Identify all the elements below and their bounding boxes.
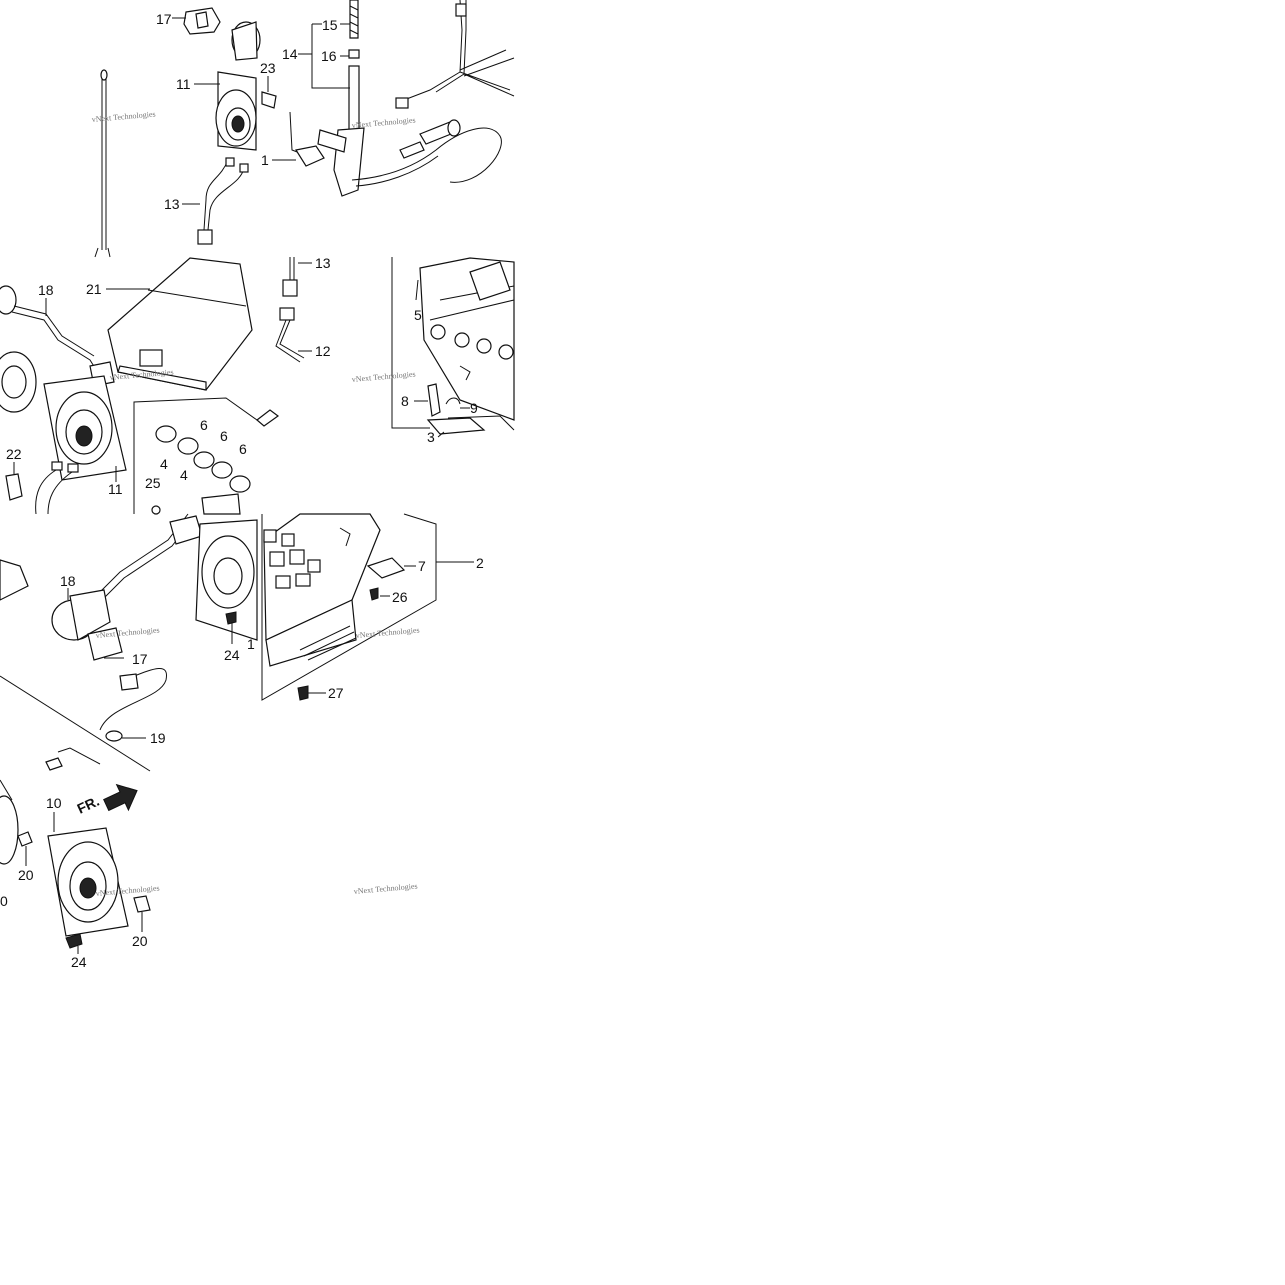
- part-23-bolt: [261, 91, 277, 109]
- callout-13: 13: [164, 196, 180, 212]
- part-17-box: [87, 627, 123, 661]
- callout-20: 20: [18, 867, 34, 883]
- callout-4: 4: [180, 467, 188, 483]
- part-2-amplifier-outline: [261, 513, 437, 701]
- part-22-clip: [5, 473, 23, 501]
- part-6-knob: [177, 437, 199, 455]
- part-19-ground-wire: [99, 667, 167, 731]
- part-27-screw: [297, 685, 309, 701]
- callout-16: 16: [321, 48, 337, 64]
- callout-24: 24: [71, 954, 87, 970]
- callout-22: 22: [6, 446, 22, 462]
- callout-6: 6: [220, 428, 228, 444]
- tile-bottom-middle: [261, 513, 474, 701]
- callout-14: 14: [282, 46, 298, 62]
- tile-top-middle: [261, 0, 515, 197]
- part-8-bracket: [427, 383, 441, 417]
- part-26-screw: [369, 587, 379, 601]
- tile-top-left: [94, 7, 261, 258]
- callout-17: 17: [156, 11, 172, 27]
- callout-3: 3: [427, 429, 435, 445]
- part-24-screw-lower: [65, 933, 83, 949]
- callout-6: 6: [200, 417, 208, 433]
- part-13-connector: [282, 279, 298, 297]
- part-4-knob: [155, 425, 177, 443]
- callout-18: 18: [60, 573, 76, 589]
- callout-18: 18: [38, 282, 54, 298]
- front-direction-arrow: [103, 783, 138, 812]
- callout-2: 2: [476, 555, 484, 571]
- callout-7: 7: [418, 558, 426, 574]
- callout-15: 15: [322, 17, 338, 33]
- callout-9: 9: [470, 400, 478, 416]
- part-7-bracket: [366, 557, 406, 579]
- part-9-spring: [445, 397, 461, 405]
- tile-middle-left: [0, 257, 258, 515]
- part-antenna-cable: [351, 127, 502, 183]
- part-1-clip: [295, 145, 325, 167]
- part-knob-group-outline: [133, 397, 258, 514]
- callout-23: 23: [260, 60, 276, 76]
- callout-1: 1: [261, 152, 269, 168]
- callout-10: 10: [46, 795, 62, 811]
- callout-26: 26: [392, 589, 408, 605]
- callout-27: 27: [328, 685, 344, 701]
- callout-8: 8: [401, 393, 409, 409]
- callout-0: 0: [0, 893, 8, 909]
- callout-19: 19: [150, 730, 166, 746]
- callout-21: 21: [86, 281, 102, 297]
- callout-17: 17: [132, 651, 148, 667]
- tile-bottom-row: [0, 779, 151, 954]
- callout-1: 1: [247, 636, 255, 652]
- part-18-amplifier-plug: [0, 285, 17, 315]
- tile-bottom-left: [0, 513, 258, 772]
- callout-11: 11: [108, 481, 123, 497]
- part-12-connector: [279, 307, 295, 321]
- tile-middle-middle: [256, 257, 515, 438]
- part-head-unit-outline: [391, 257, 430, 429]
- callout-20: 20: [132, 933, 148, 949]
- part-16-nut: [348, 49, 360, 59]
- callout-25: 25: [145, 475, 161, 491]
- part-24-screw: [225, 611, 237, 625]
- callout-12: 12: [315, 343, 331, 359]
- callout-4: 4: [160, 456, 168, 472]
- callout-5: 5: [414, 307, 422, 323]
- callout-labels: 17 11 23 15 14 16 1 13 13 21 18 12 5 8 9…: [0, 11, 484, 970]
- part-3-lid: [426, 417, 486, 435]
- callout-6: 6: [239, 441, 247, 457]
- part-13-harness: [203, 159, 229, 231]
- callout-24: 24: [224, 647, 240, 663]
- part-20-clip: [17, 831, 33, 847]
- callout-13: 13: [315, 255, 331, 271]
- callout-11: 11: [176, 76, 191, 92]
